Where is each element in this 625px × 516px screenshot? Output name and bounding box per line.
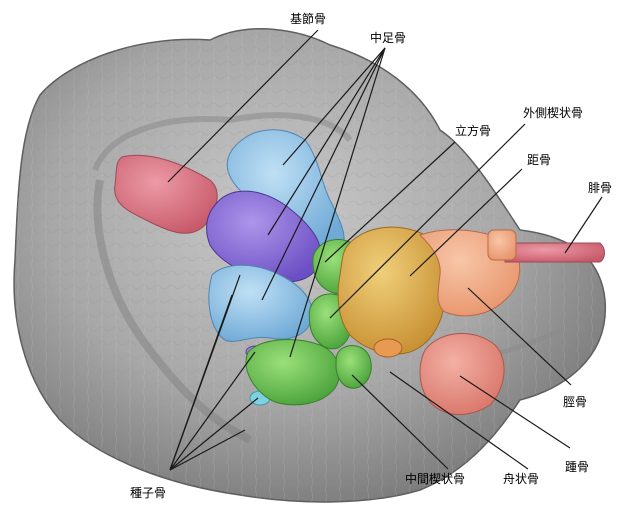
label-talus: 距骨 bbox=[527, 153, 551, 167]
label-intermediate-cuneiform: 中間楔状骨 bbox=[405, 472, 465, 486]
orange-small-bone bbox=[374, 339, 402, 357]
label-cuboid: 立方骨 bbox=[455, 124, 491, 138]
label-proximal-phalanx: 基節骨 bbox=[290, 12, 326, 26]
label-lateral-cuneiform: 外側楔状骨 bbox=[523, 106, 583, 120]
fibula-bone bbox=[505, 243, 605, 262]
navicular-bone bbox=[336, 346, 371, 389]
label-tibia: 脛骨 bbox=[563, 395, 587, 409]
label-sesamoid: 種子骨 bbox=[130, 486, 166, 500]
label-navicular: 舟状骨 bbox=[503, 472, 539, 486]
label-fibula: 腓骨 bbox=[588, 181, 612, 195]
label-metatarsal: 中足骨 bbox=[370, 31, 406, 45]
fibula-head bbox=[488, 230, 516, 260]
label-calcaneus: 踵骨 bbox=[565, 460, 589, 474]
